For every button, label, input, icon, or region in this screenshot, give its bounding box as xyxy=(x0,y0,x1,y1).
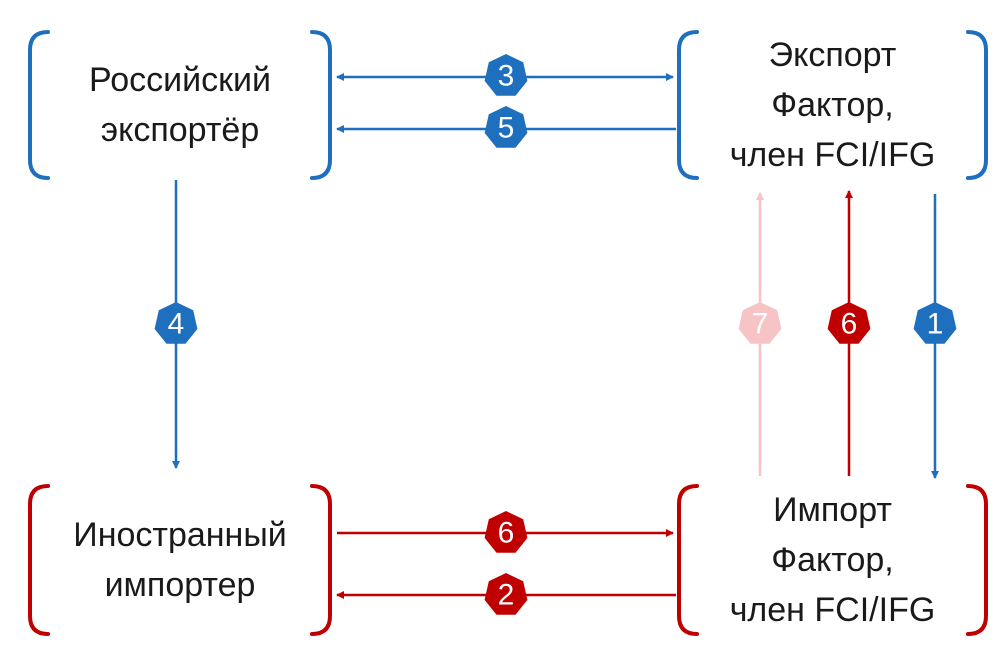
badge-4-label: 4 xyxy=(168,308,185,341)
box-foreign-importer-line2: импортер xyxy=(104,566,256,604)
bracket-right xyxy=(310,30,332,180)
bracket-left xyxy=(677,484,699,636)
badge-6-vertical xyxy=(827,302,871,344)
arrow-5: 5 xyxy=(336,106,676,148)
badge-3-label: 3 xyxy=(498,60,515,93)
bracket-left xyxy=(677,30,699,180)
arrow-1: 1 xyxy=(913,194,957,479)
badge-2 xyxy=(484,573,528,615)
box-import-factor: Импорт Фактор, член FCI/IFG xyxy=(679,484,986,636)
box-import-factor-line2: Фактор, xyxy=(771,541,894,579)
arrow-7: 7 xyxy=(738,192,782,476)
arrow-3: 3 xyxy=(336,54,674,96)
bracket-right xyxy=(310,484,332,636)
box-export-factor: Экспорт Фактор, член FCI/IFG xyxy=(679,30,986,180)
arrow-6-vertical: 6 xyxy=(827,190,871,476)
badge-7 xyxy=(738,302,782,344)
badge-4 xyxy=(154,302,198,344)
bracket-left xyxy=(28,30,50,180)
box-ru-exporter: Российский экспортёр xyxy=(30,32,330,178)
box-import-factor-line1: Импорт xyxy=(773,491,892,529)
box-ru-exporter-line2: экспортёр xyxy=(100,111,260,149)
box-export-factor-line1: Экспорт xyxy=(768,36,897,74)
badge-7-label: 7 xyxy=(752,308,769,341)
box-import-factor-line3: член FCI/IFG xyxy=(729,591,936,629)
box-foreign-importer: Иностранный импортер xyxy=(30,486,330,634)
badge-6-horizontal-label: 6 xyxy=(498,517,515,550)
box-foreign-importer-brackets xyxy=(28,484,332,636)
box-foreign-importer-line1: Иностранный xyxy=(73,516,287,554)
badge-2-label: 2 xyxy=(498,579,515,612)
badge-5 xyxy=(484,106,528,148)
bracket-right xyxy=(966,484,988,636)
box-export-factor-brackets xyxy=(677,30,988,180)
box-export-factor-line3: член FCI/IFG xyxy=(729,136,936,174)
arrow-6-horizontal: 6 xyxy=(337,511,674,553)
box-ru-exporter-line1: Российский xyxy=(89,61,271,99)
arrow-2: 2 xyxy=(336,573,676,615)
box-ru-exporter-brackets xyxy=(28,30,332,180)
box-import-factor-brackets xyxy=(677,484,988,636)
badge-6-horizontal xyxy=(484,511,528,553)
bracket-left xyxy=(28,484,50,636)
arrow-4: 4 xyxy=(154,180,198,469)
badge-1 xyxy=(913,302,957,344)
badge-6-vertical-label: 6 xyxy=(841,308,858,341)
badge-5-label: 5 xyxy=(498,112,515,145)
badge-1-label: 1 xyxy=(927,308,944,341)
badge-3 xyxy=(484,54,528,96)
bracket-right xyxy=(966,30,988,180)
box-export-factor-line2: Фактор, xyxy=(771,86,894,124)
